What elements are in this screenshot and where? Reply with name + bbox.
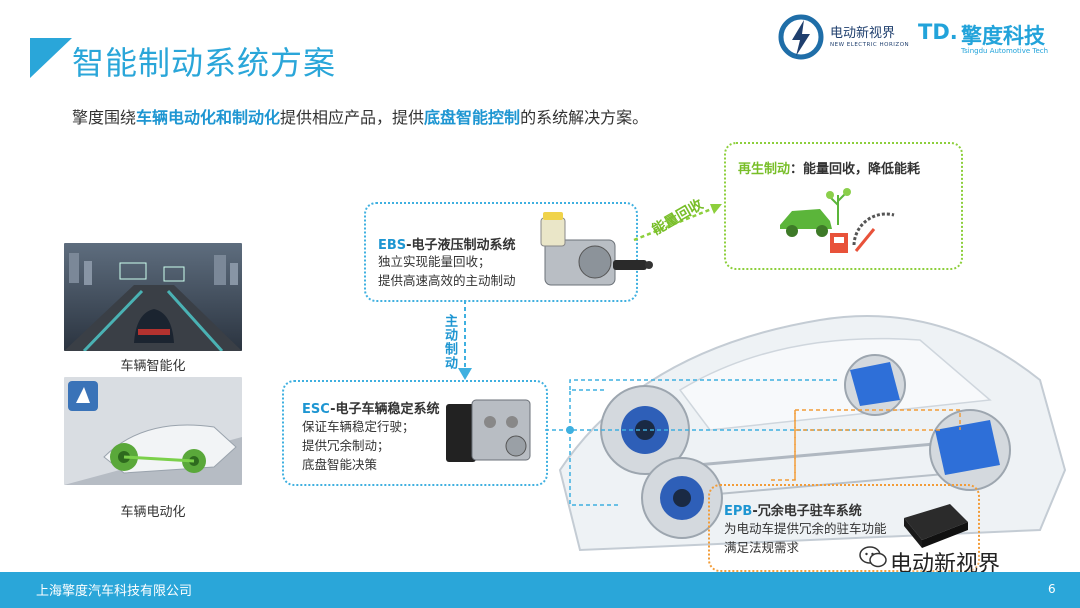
esc-abbr: ESC	[302, 402, 331, 417]
epb-line1: 为电动车提供冗余的驻车功能	[724, 521, 887, 536]
page-title: 智能制动系统方案	[72, 44, 337, 82]
regen-title: 再生制动：能量回收，降低能耗	[738, 158, 920, 177]
regen-icon	[780, 188, 895, 253]
energy-recovery-arrow	[633, 204, 722, 242]
footer-bar	[0, 572, 1080, 608]
intro-highlight2: 底盘智能控制	[424, 108, 521, 127]
esc-line2: 提供冗余制动；	[302, 438, 390, 453]
footer-company: 上海擎度汽车科技有限公司	[36, 584, 193, 599]
ebs-title: EBS-电子液压制动系统	[378, 234, 516, 253]
electric-horizon-logo-icon	[778, 14, 824, 60]
intro-part2: 提供相应产品，提供	[280, 108, 425, 127]
ebs-box	[364, 202, 638, 302]
header-logos: 电动新视界 NEW ELECTRIC HORIZON TD. 擎度科技 Tsin…	[778, 12, 1068, 62]
epb-title: EPB-冗余电子驻车系统	[724, 500, 862, 519]
car-chassis-illustration	[545, 315, 1067, 552]
wechat-icon	[859, 546, 887, 568]
ebs-line2: 提供高速高效的主动制动	[378, 273, 516, 288]
regen-text: ：能量回收，降低能耗	[790, 162, 921, 177]
epb-unit-image	[904, 504, 968, 548]
ebs-name: -电子液压制动系统	[406, 238, 516, 253]
rear-right-wheel	[929, 409, 1011, 491]
esc-box	[282, 380, 548, 486]
logo-right-name: 擎度科技	[961, 24, 1045, 48]
ebs-abbr: EBS	[378, 238, 407, 253]
logo-left-name: 电动新视界	[830, 26, 896, 41]
rear-left-wheel	[641, 457, 723, 539]
esc-line3: 底盘智能决策	[302, 457, 378, 472]
ebs-line1: 独立实现能量回收；	[378, 254, 491, 269]
active-braking-arrow	[458, 300, 472, 380]
bottom-photo-caption: 车辆电动化	[120, 505, 186, 520]
regen-box	[724, 142, 963, 270]
logo-left-sub: NEW ELECTRIC HORIZON	[830, 42, 910, 48]
intro-part1: 擎度围绕	[72, 108, 137, 127]
front-right-wheel	[844, 354, 906, 416]
intelligent-vehicle-photo	[64, 243, 242, 351]
intro-highlight1: 车辆电动化和制动化	[136, 108, 281, 127]
ebs-unit-image	[540, 212, 653, 286]
epb-abbr: EPB	[724, 504, 753, 519]
electric-vehicle-photo	[64, 377, 242, 485]
logo-right-sub: Tsingdu Automotive Tech	[961, 47, 1049, 55]
regen-label: 再生制动	[738, 162, 791, 177]
epb-box	[708, 484, 980, 572]
active-braking-label: 主动制动	[442, 314, 457, 370]
intro-text: 擎度围绕车辆电动化和制动化提供相应产品，提供底盘智能控制的系统解决方案。	[72, 104, 648, 128]
esc-line1: 保证车辆稳定行驶；	[302, 419, 415, 434]
esc-name: -电子车辆稳定系统	[330, 402, 440, 417]
esc-unit-image	[446, 399, 531, 462]
intro-part3: 的系统解决方案。	[520, 108, 649, 127]
logo-right-mark: TD.	[918, 20, 958, 44]
page-number: 6	[1048, 582, 1056, 596]
epb-line2: 满足法规需求	[724, 540, 800, 555]
title-triangle-icon	[30, 38, 72, 78]
top-photo-caption: 车辆智能化	[120, 359, 186, 374]
epb-name: -冗余电子驻车系统	[752, 504, 862, 519]
esc-title: ESC-电子车辆稳定系统	[302, 398, 440, 417]
